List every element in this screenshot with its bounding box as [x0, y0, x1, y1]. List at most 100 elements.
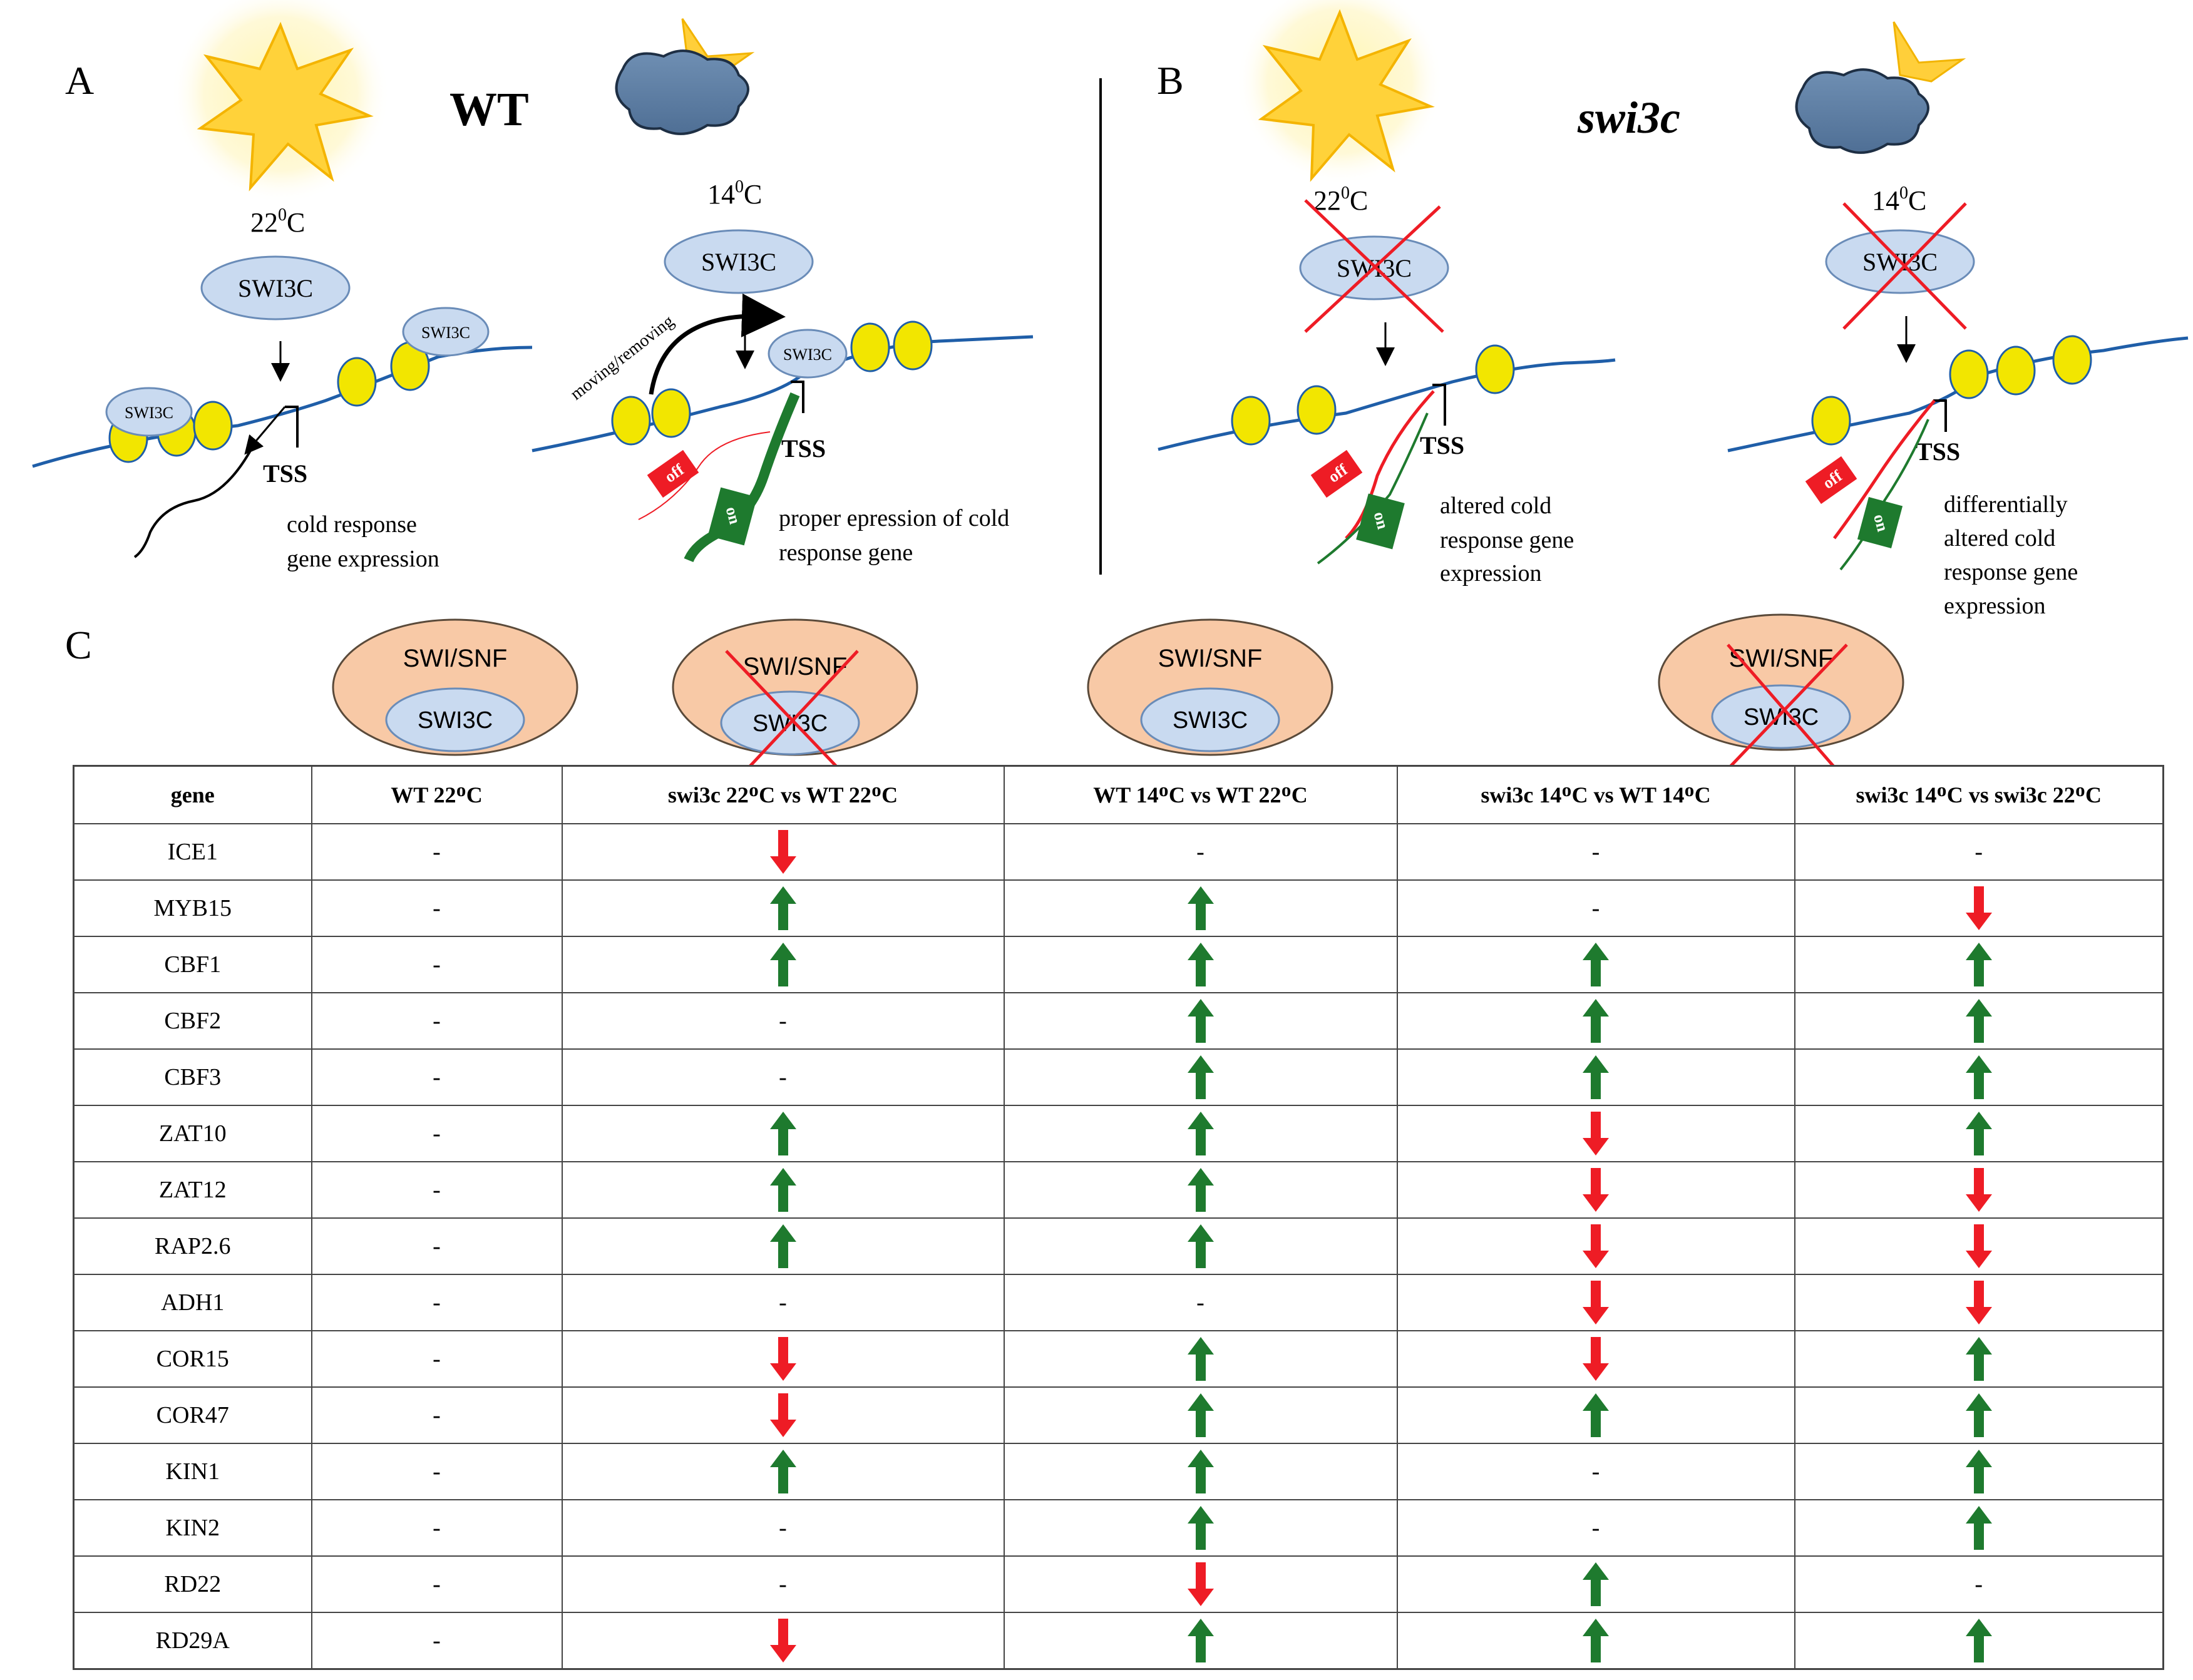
on-transcript: [1839, 419, 1929, 571]
down-arrow-icon: [1964, 1167, 1993, 1213]
gene-cell: CBF2: [73, 992, 312, 1050]
expression-cell: [1794, 1443, 2164, 1500]
expression-cell: -: [561, 1555, 1005, 1613]
off-tag: off: [1310, 449, 1363, 498]
swisnf-complex-wt14: SWI/SNF SWI3C: [1087, 618, 1333, 756]
on-transcript: [1317, 412, 1429, 565]
column-header-1: WT 22ᴼC: [311, 765, 563, 824]
up-arrow-icon: [1186, 941, 1215, 988]
no-change-dash: -: [433, 895, 441, 921]
sun-icon: [171, 0, 390, 203]
no-change-dash: -: [779, 1571, 787, 1597]
column-header-2: swi3c 22ᴼC vs WT 22ᴼC: [561, 765, 1005, 824]
swi3c-small-label: SWI3C: [421, 324, 470, 342]
expression-cell: [561, 1386, 1005, 1444]
table-row: KIN1--: [73, 1443, 2164, 1500]
no-change-dash: -: [433, 951, 441, 978]
expression-cell: -: [311, 1161, 563, 1219]
expression-cell: [1003, 1048, 1398, 1106]
column-header-3: WT 14ᴼC vs WT 22ᴼC: [1003, 765, 1398, 824]
expression-cell: -: [561, 992, 1005, 1050]
expression-cell: [1396, 992, 1795, 1050]
expression-cell: [561, 879, 1005, 937]
expression-cell: -: [311, 992, 563, 1050]
swi3c-small-oval: [402, 307, 490, 357]
expression-cell: -: [561, 1048, 1005, 1106]
column-header-4: swi3c 14ᴼC vs WT 14ᴼC: [1396, 765, 1795, 824]
down-arrow-icon: [1581, 1279, 1610, 1326]
up-arrow-icon: [769, 1448, 798, 1495]
table-row: ZAT10-: [73, 1105, 2164, 1162]
expression-cell: -: [1794, 823, 2164, 881]
caption-a-left-1: cold response: [287, 511, 417, 538]
cross-icon: [1842, 202, 1967, 330]
expression-cell: [1794, 1161, 2164, 1219]
moving-arrow: [649, 293, 786, 395]
gene-cell: RAP2.6: [73, 1217, 312, 1275]
expression-cell: -: [1396, 1499, 1795, 1557]
panel-c-letter: C: [65, 623, 92, 667]
up-arrow-icon: [1964, 1110, 1993, 1157]
expression-cell: [1396, 1217, 1795, 1275]
no-change-dash: -: [433, 1515, 441, 1541]
up-arrow-icon: [1964, 998, 1993, 1044]
table-row: ADH1---: [73, 1274, 2164, 1331]
swisnf-complex-swi3c22: SWI/SNF SWI3C: [672, 618, 918, 765]
gene-cell: ZAT10: [73, 1105, 312, 1162]
caption-a-right-1: proper epression of cold: [779, 505, 1009, 531]
gene-cell: RD29A: [73, 1612, 312, 1670]
up-arrow-icon: [769, 1223, 798, 1269]
caption-b-right-2: altered cold: [1944, 525, 2055, 551]
no-change-dash: -: [779, 1064, 787, 1090]
up-arrow-icon: [1581, 1392, 1610, 1438]
expression-cell: [1794, 1048, 2164, 1106]
expression-cell: [1396, 1161, 1795, 1219]
expression-cell: -: [311, 1612, 563, 1670]
no-change-dash: -: [433, 1458, 441, 1485]
caption-b-left-1: altered cold: [1440, 493, 1551, 519]
expression-cell: -: [561, 1274, 1005, 1331]
expression-cell: [1003, 1330, 1398, 1388]
up-arrow-icon: [769, 1110, 798, 1157]
expression-cell: [1794, 1612, 2164, 1670]
gene-cell: ZAT12: [73, 1161, 312, 1219]
swi3c-oval-14-label: SWI3C: [701, 248, 776, 276]
down-arrow-icon: [1964, 885, 1993, 931]
swi3c-small-label: SWI3C: [783, 346, 832, 364]
expression-cell: [1003, 1555, 1398, 1613]
no-change-dash: -: [1196, 839, 1204, 865]
dna-strand: [1158, 358, 1616, 451]
no-change-dash: -: [1591, 1515, 1600, 1541]
down-arrow-icon: [769, 1336, 798, 1382]
expression-cell: [561, 936, 1005, 993]
up-arrow-icon: [769, 1167, 798, 1213]
no-change-dash: -: [433, 1402, 441, 1428]
up-arrow-icon: [1186, 1336, 1215, 1382]
expression-cell: -: [311, 1386, 563, 1444]
expression-cell: -: [1396, 823, 1795, 881]
expression-cell: [1003, 936, 1398, 993]
caption-a-right-2: response gene: [779, 540, 913, 566]
svg-text:SWI/SNF: SWI/SNF: [1729, 645, 1834, 672]
expression-cell: [1794, 1274, 2164, 1331]
expression-cell: [1003, 1105, 1398, 1162]
expression-cell: -: [311, 1499, 563, 1557]
no-change-dash: -: [1975, 839, 1983, 865]
off-transcript: [1345, 390, 1435, 540]
column-header-0: gene: [73, 765, 312, 824]
expression-cell: [1003, 1217, 1398, 1275]
up-arrow-icon: [1186, 1223, 1215, 1269]
up-arrow-icon: [1581, 1561, 1610, 1607]
table-row: KIN2---: [73, 1499, 2164, 1557]
temp-22-b: 220C: [1313, 183, 1368, 216]
expression-cell: -: [311, 823, 563, 881]
expression-cell: [1794, 992, 2164, 1050]
cloud-icon: [1795, 21, 1966, 154]
panel-a-letter: A: [65, 58, 94, 103]
table-row: CBF3--: [73, 1048, 2164, 1106]
no-change-dash: -: [433, 839, 441, 865]
swi3c-oval-14: [664, 229, 814, 294]
panel-c-header-figure: C SWI/SNF SWI3C SWI/SNF SWI3C SWI/SNF SW…: [65, 613, 1904, 765]
down-arrow-icon: [1581, 1167, 1610, 1213]
